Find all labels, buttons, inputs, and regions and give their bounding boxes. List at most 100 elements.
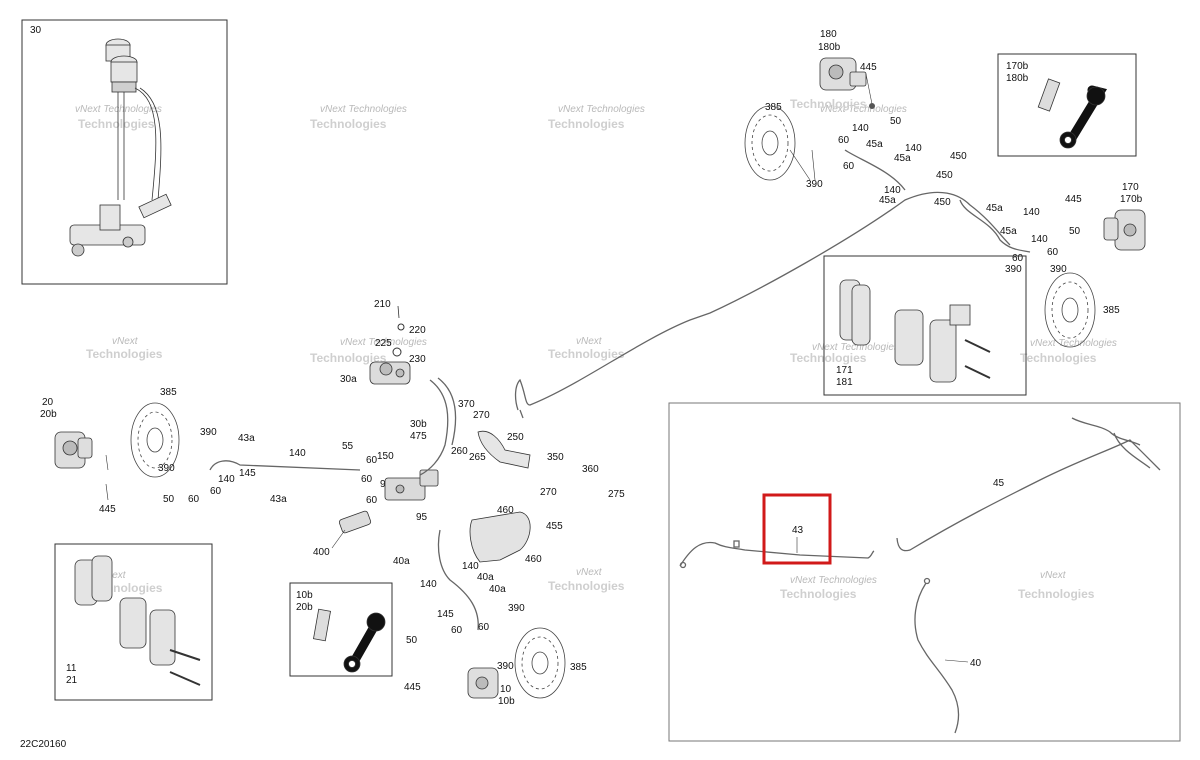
watermark: vNext — [100, 570, 127, 581]
callout-45a: 45a — [879, 195, 896, 206]
highlight-43[interactable]: 43 — [762, 493, 832, 565]
callout-60: 60 — [451, 625, 463, 636]
callout-140: 140 — [218, 474, 235, 485]
callout-390: 390 — [200, 427, 217, 438]
callout-210: 210 — [374, 299, 391, 310]
reservoir-group[interactable]: 210 220 225 230 30a — [340, 299, 426, 385]
brake-disc-top — [744, 105, 796, 181]
front-right-caliper-group[interactable]: 180 180b 445 385 50 140 60 45a 140 45a 6… — [744, 29, 967, 208]
callout-360: 360 — [582, 464, 599, 475]
callout-390: 390 — [1050, 264, 1067, 275]
callout-260: 260 — [451, 446, 468, 457]
alternate-lines-box[interactable]: 43 45 40 — [668, 402, 1181, 742]
callout-450: 450 — [950, 151, 967, 162]
watermark: Technologies — [1018, 587, 1095, 601]
rear-right-caliper-group[interactable]: 170 170b 445 45a 140 45a 50 140 60 60 39… — [986, 182, 1146, 348]
callout-10b: 10b — [498, 696, 515, 707]
callout-445: 445 — [404, 682, 421, 693]
rear-lines-group[interactable]: 40a 140 140 40a 40a 145 390 60 60 50 390… — [393, 529, 587, 707]
callout-170b: 170b — [1120, 194, 1143, 205]
watermark: vNext Technologies — [320, 104, 407, 115]
callout-40a: 40a — [477, 572, 494, 583]
callout-390: 390 — [1005, 264, 1022, 275]
callout-270: 270 — [540, 487, 557, 498]
callout-385: 385 — [160, 387, 177, 398]
bleeder-screw-illustration — [313, 608, 386, 673]
pads-left-box[interactable]: 11 21 — [54, 543, 213, 701]
tank-illustration — [469, 511, 531, 563]
callout-43: 43 — [792, 525, 804, 536]
callout-140: 140 — [289, 448, 306, 459]
callout-20: 20 — [42, 397, 54, 408]
callout-475: 475 — [410, 431, 427, 442]
pads-right-box[interactable]: 171 181 — [823, 255, 1027, 396]
brake-line-40-illustration — [914, 577, 960, 734]
watermark: vNext Technologies — [790, 575, 877, 586]
center-hydraulic-group[interactable]: 55 60 150 60 95 60 95 30b 475 370 270 25… — [313, 377, 625, 558]
callout-40: 40 — [970, 658, 982, 669]
front-left-caliper-group[interactable]: 20 20b 385 390 390 43a 140 145 140 60 60… — [40, 387, 361, 515]
box-label-171: 171 — [836, 365, 853, 376]
callout-40a: 40a — [489, 584, 506, 595]
callout-140: 140 — [1031, 234, 1048, 245]
watermarks: vNext Technologies Technologies vNext Te… — [75, 97, 1117, 601]
callout-60: 60 — [366, 455, 378, 466]
caliper-illustration — [819, 57, 867, 91]
box-label-10b: 10b — [296, 590, 313, 601]
callout-50: 50 — [163, 494, 175, 505]
watermark: vNext Technologies — [75, 104, 162, 115]
callout-43a: 43a — [238, 433, 255, 444]
master-cylinder-box[interactable]: 30 — [21, 19, 228, 285]
callout-140: 140 — [462, 561, 479, 572]
watermark: vNext Technologies — [820, 104, 907, 115]
callout-140: 140 — [905, 143, 922, 154]
bracket-illustration — [338, 510, 372, 534]
watermark: vNext Technologies — [812, 342, 899, 353]
brake-pads-illustration — [74, 555, 201, 686]
callout-40a: 40a — [393, 556, 410, 567]
callout-30: 30 — [30, 25, 42, 36]
callout-180: 180 — [820, 29, 837, 40]
callout-265: 265 — [469, 452, 486, 463]
brake-disc-right — [1044, 272, 1096, 348]
callout-43a: 43a — [270, 494, 287, 505]
fluid-tank-group[interactable]: 460 455 460 — [469, 505, 563, 565]
callout-390: 390 — [497, 661, 514, 672]
callout-270: 270 — [473, 410, 490, 421]
callout-455: 455 — [546, 521, 563, 532]
callout-460: 460 — [525, 554, 542, 565]
callout-145: 145 — [437, 609, 454, 620]
watermark: Technologies — [86, 347, 163, 361]
callout-50: 50 — [1069, 226, 1081, 237]
callout-45a: 45a — [894, 153, 911, 164]
callout-385: 385 — [765, 102, 782, 113]
callout-385: 385 — [570, 662, 587, 673]
callout-460: 460 — [497, 505, 514, 516]
watermark: Technologies — [548, 117, 625, 131]
brake-pedal-illustration — [477, 430, 531, 469]
callout-180b: 180b — [818, 42, 841, 53]
caliper-illustration — [467, 667, 499, 699]
callout-30a: 30a — [340, 374, 357, 385]
watermark: vNext Technologies — [1030, 338, 1117, 349]
callout-50: 50 — [406, 635, 418, 646]
bleeder-right-box[interactable]: 170b 180b — [997, 53, 1137, 157]
callout-350: 350 — [547, 452, 564, 463]
watermark: Technologies — [310, 117, 387, 131]
caliper-illustration — [54, 431, 93, 469]
callout-225: 225 — [375, 338, 392, 349]
callout-390: 390 — [806, 179, 823, 190]
brake-line-45-illustration — [896, 417, 1161, 552]
brake-disc-rear — [514, 627, 566, 699]
callout-60: 60 — [1047, 247, 1059, 258]
bleeder-screw-illustration — [1037, 78, 1108, 149]
callout-45a: 45a — [866, 139, 883, 150]
bleeder-left-box[interactable]: 10b 20b — [289, 582, 393, 677]
callout-60: 60 — [1012, 253, 1024, 264]
callout-60: 60 — [366, 495, 378, 506]
callout-45a: 45a — [986, 203, 1003, 214]
callout-20b: 20b — [40, 409, 57, 420]
main-brake-line — [514, 149, 1031, 419]
callout-370: 370 — [458, 399, 475, 410]
